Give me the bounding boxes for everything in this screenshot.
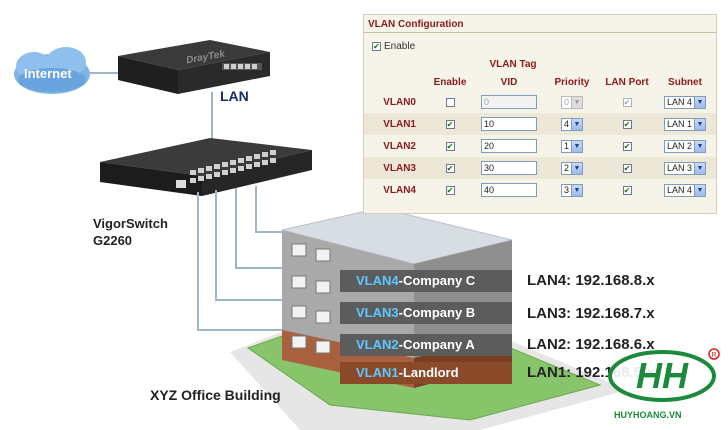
- logo-mark-icon: HH R: [608, 348, 720, 402]
- chevron-down-icon: ▼: [694, 184, 705, 196]
- floor-banner-vlan4: VLAN4-Company C: [340, 270, 512, 292]
- vlan-enable-checkbox[interactable]: ✔: [445, 185, 455, 195]
- logo-mark-text: HH: [636, 355, 689, 396]
- vid-input[interactable]: 20: [481, 139, 537, 153]
- floor-banner-vlan1: VLAN1-Landlord: [340, 362, 512, 384]
- building-label: XYZ Office Building: [150, 387, 281, 403]
- lan-port-checkbox[interactable]: ✔: [622, 185, 632, 195]
- lan-subnet-label: LAN4: 192.168.8.x: [527, 272, 655, 289]
- vlan-tag-header: VLAN Tag: [489, 58, 537, 70]
- row-name: VLAN2: [383, 140, 416, 152]
- chevron-down-icon: ▼: [571, 162, 582, 174]
- subnet-select[interactable]: LAN 4▼: [663, 95, 706, 109]
- vlan-enable-checkbox[interactable]: ✔: [445, 119, 455, 129]
- chevron-down-icon: ▼: [571, 184, 582, 196]
- chevron-down-icon: ▼: [571, 96, 582, 108]
- vlan-config-title: VLAN Configuration: [368, 19, 464, 30]
- table-row-vlan1: VLAN1 ✔ 10 4▼ ✔ LAN 1▼: [364, 113, 716, 135]
- vlan-enable-checkbox[interactable]: ✔: [372, 42, 381, 51]
- svg-text:R: R: [711, 352, 716, 359]
- subnet-select[interactable]: LAN 3▼: [663, 161, 706, 175]
- vlan-configuration-panel: VLAN Configuration ✔ Enable VLAN Tag Ena…: [363, 14, 717, 214]
- lan-port-checkbox[interactable]: ✔: [622, 97, 632, 107]
- priority-select[interactable]: 4▼: [560, 117, 583, 131]
- subnet-select[interactable]: LAN 4▼: [663, 183, 706, 197]
- chevron-down-icon: ▼: [571, 118, 582, 130]
- vid-input[interactable]: 10: [481, 117, 537, 131]
- vid-input[interactable]: 40: [481, 183, 537, 197]
- column-header: LAN Port: [605, 76, 649, 88]
- vlan-enable-checkbox[interactable]: ✔: [445, 163, 455, 173]
- vlan-enable-checkbox[interactable]: ✔: [445, 97, 455, 107]
- chevron-down-icon: ▼: [694, 162, 705, 174]
- table-group-header-row: VLAN Tag: [364, 55, 716, 73]
- switch-name-line2: G2260: [93, 233, 133, 248]
- priority-select[interactable]: 1▼: [560, 139, 583, 153]
- chevron-down-icon: ▼: [694, 140, 705, 152]
- chevron-down-icon: ▼: [694, 118, 705, 130]
- column-header: VID: [500, 76, 518, 88]
- lan-subnet-label: LAN3: 192.168.7.x: [527, 305, 655, 322]
- table-row-vlan3: VLAN3 ✔ 30 2▼ ✔ LAN 3▼: [364, 157, 716, 179]
- row-name: VLAN1: [364, 113, 426, 135]
- vid-input[interactable]: 0: [481, 95, 537, 109]
- priority-select[interactable]: 3▼: [560, 183, 583, 197]
- floor-banner-vlan2: VLAN2-Company A: [340, 334, 512, 356]
- table-row-vlan4: VLAN4 ✔ 40 3▼ ✔ LAN 4▼: [364, 179, 716, 201]
- lan-port-checkbox[interactable]: ✔: [622, 163, 632, 173]
- row-name: VLAN4: [383, 184, 416, 196]
- internet-label: Internet: [24, 66, 72, 81]
- vlan-enable-label: Enable: [384, 41, 416, 52]
- column-header: Enable: [433, 76, 467, 88]
- table-row-vlan2: VLAN2 ✔ 20 1▼ ✔ LAN 2▼: [364, 135, 716, 157]
- column-header: Priority: [554, 76, 590, 88]
- column-header: Subnet: [668, 76, 702, 88]
- title-divider: [364, 32, 716, 33]
- internet-cloud-icon: [14, 47, 90, 94]
- switch-name-line1: VigorSwitch: [93, 216, 168, 231]
- lan-port-checkbox[interactable]: ✔: [622, 141, 632, 151]
- subnet-select[interactable]: LAN 2▼: [663, 139, 706, 153]
- row-name: VLAN0: [383, 96, 416, 108]
- chevron-down-icon: ▼: [571, 140, 582, 152]
- floor-banner-vlan3: VLAN3-Company B: [340, 302, 512, 324]
- lan-port-checkbox[interactable]: ✔: [622, 119, 632, 129]
- priority-select[interactable]: 2▼: [560, 161, 583, 175]
- router-icon: [118, 40, 270, 94]
- huyhoang-logo: HH R HUYHOANG.VN: [600, 340, 724, 428]
- switch-icon: [100, 138, 312, 196]
- logo-text: HUYHOANG.VN: [614, 410, 682, 420]
- table-row-vlan0: VLAN0 ✔ 0 0▼ ✔ LAN 4▼: [364, 91, 716, 113]
- chevron-down-icon: ▼: [694, 96, 705, 108]
- row-name: VLAN3: [364, 157, 426, 179]
- subnet-select[interactable]: LAN 1▼: [663, 117, 706, 131]
- office-building-icon: [281, 207, 513, 388]
- lan-subnet-label: LAN2: 192.168.6.x: [527, 336, 655, 353]
- priority-select[interactable]: 0▼: [560, 95, 583, 109]
- lan-label: LAN: [220, 88, 249, 104]
- table-header-row: Enable VID Priority LAN Port Subnet: [364, 73, 716, 91]
- vlan-table: VLAN Tag Enable VID Priority LAN Port Su…: [364, 55, 716, 201]
- vlan-enable-checkbox[interactable]: ✔: [445, 141, 455, 151]
- vlan-enable-row: ✔ Enable: [372, 41, 415, 52]
- vid-input[interactable]: 30: [481, 161, 537, 175]
